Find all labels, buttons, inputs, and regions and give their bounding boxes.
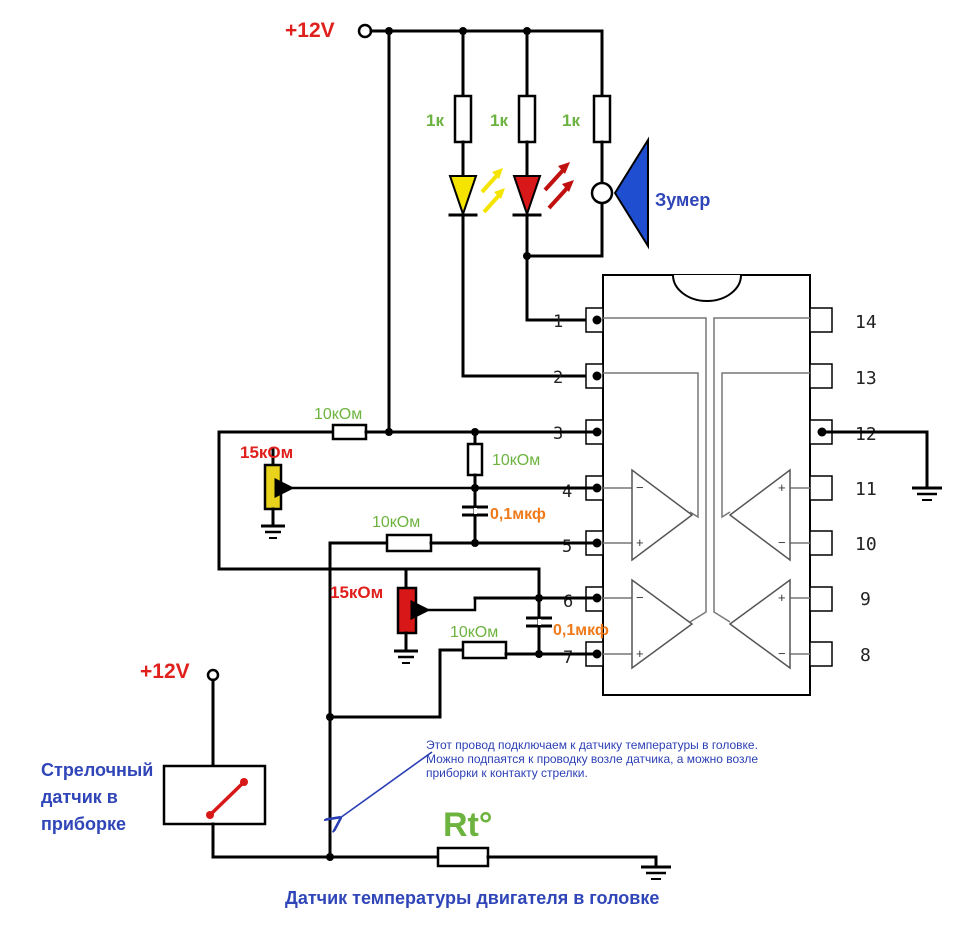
opamp-4-plus: + xyxy=(778,590,786,605)
pin-label: 13 xyxy=(855,368,877,389)
opamp-2 xyxy=(631,578,694,670)
resistor-10k-pin5 xyxy=(385,533,433,553)
red-led xyxy=(512,175,542,218)
pin-label: 8 xyxy=(860,645,871,666)
resistor-10k-pin3 xyxy=(331,423,368,441)
divider-network xyxy=(462,430,599,547)
ic-pin-10 xyxy=(809,530,833,556)
buzzer-terminal xyxy=(590,181,614,205)
pot-label-lower: 15кОм xyxy=(330,583,383,602)
yellow-led xyxy=(448,175,478,218)
note-arrow xyxy=(340,751,433,818)
lower-potentiometer xyxy=(328,570,599,719)
pin-label: 1 xyxy=(553,312,563,332)
ic-pin-9 xyxy=(809,586,833,612)
pin-label: 3 xyxy=(553,424,563,444)
pot-wiper-arrow xyxy=(410,598,477,620)
opamp-1-plus: + xyxy=(636,535,644,550)
note-line-2: Можно подпаятся к проводку возле датчика… xyxy=(426,752,758,766)
gauge-box xyxy=(162,764,267,826)
opamp-3 xyxy=(728,468,791,562)
top-supply-label: +12V xyxy=(285,19,335,42)
resistor-label-pin7: 10кОм xyxy=(450,624,498,641)
junction-dot xyxy=(523,252,531,260)
gauge-switch-tip xyxy=(240,778,248,786)
ic-chip: − + − + + − + − xyxy=(585,274,833,696)
opamp-3-minus: − xyxy=(778,535,786,550)
ic-pin-8 xyxy=(809,641,833,667)
pin-label: 10 xyxy=(855,534,877,555)
resistor-label-buzzer: 1к xyxy=(562,111,580,130)
opamp-1-minus: − xyxy=(636,480,644,495)
ic-pin-11 xyxy=(809,475,833,501)
resistor-label-red-led: 1к xyxy=(490,111,508,130)
resistor-label-divider: 10кОм xyxy=(492,452,540,469)
top-supply-terminal xyxy=(357,23,373,39)
ic-pin-labels-right: 14 13 12 11 10 9 8 xyxy=(855,312,877,666)
red-led-branch xyxy=(512,29,599,322)
pot-red-body xyxy=(396,586,418,635)
buzzer-branch xyxy=(523,29,649,260)
ic-notch xyxy=(672,274,742,302)
buzzer-label: Зумер xyxy=(655,190,710,210)
gauge-label-line-1: Стрелочный xyxy=(41,760,153,780)
sensor-resistor xyxy=(436,846,490,868)
pin-label: 14 xyxy=(855,312,877,333)
gauge-switch xyxy=(208,780,246,817)
resistor-1k-buzzer xyxy=(592,94,612,144)
opamp-2-minus: − xyxy=(636,590,644,605)
yellow-led-branch xyxy=(448,29,505,378)
opamp-4-minus: − xyxy=(778,646,786,661)
ic-internal-wiring xyxy=(603,317,810,655)
sensor-label: Rt° xyxy=(443,806,492,844)
caption: Датчик температуры двигателя в головке xyxy=(285,888,659,908)
opamp-2-plus: + xyxy=(636,646,644,661)
yellow-led-light-arrows xyxy=(480,168,505,214)
ic-pin-labels-left: 1 2 3 4 5 6 7 xyxy=(553,312,573,668)
ic-right-pins xyxy=(809,307,833,667)
note-line-3: приборки к контакту стрелки. xyxy=(426,766,588,780)
capacitor-label-lower: 0,1мкф xyxy=(553,622,609,639)
pin12-ground xyxy=(820,430,942,501)
gauge-label-line-3: приборке xyxy=(41,814,126,834)
bottom-supply-label: +12V xyxy=(140,660,190,683)
top-supply xyxy=(357,23,604,39)
note-line-1: Этот провод подключаем к датчику темпера… xyxy=(426,738,758,752)
pin-label: 5 xyxy=(562,537,572,557)
gauge-switch-pivot xyxy=(206,811,214,819)
opamp-1 xyxy=(631,468,694,562)
gauge-sender xyxy=(162,678,671,880)
pin3-network xyxy=(217,423,599,656)
capacitor-label-upper: 0,1мкф xyxy=(490,506,546,523)
capacitor-gap xyxy=(538,619,541,625)
junction-dot xyxy=(535,594,543,602)
red-led-light-arrows xyxy=(543,162,574,210)
ic-pin-14 xyxy=(809,307,833,333)
junction-dot xyxy=(385,428,393,436)
capacitor-gap xyxy=(474,508,477,514)
resistor-10k-pin7 xyxy=(461,640,508,660)
ic-pin-13 xyxy=(809,363,833,389)
pin-label: 9 xyxy=(860,589,871,610)
opamp-3-plus: + xyxy=(778,480,786,495)
upper-potentiometer xyxy=(261,448,475,539)
resistor-label-pin5: 10кОм xyxy=(372,514,420,531)
pin-label: 4 xyxy=(562,482,572,502)
pot-label-upper: 15кОм xyxy=(240,443,293,462)
pin-label: 2 xyxy=(553,368,563,388)
resistor-1k-red xyxy=(517,94,537,144)
gauge-label-line-2: датчик в xyxy=(41,787,118,807)
pin-label: 6 xyxy=(563,592,573,612)
pin-label: 11 xyxy=(855,479,877,500)
opamp-4 xyxy=(728,578,791,670)
resistor-label-yellow-led: 1к xyxy=(426,111,444,130)
resistor-label-pin3: 10кОм xyxy=(314,406,362,423)
buzzer-icon xyxy=(613,136,649,250)
pin-label: 12 xyxy=(855,424,877,445)
resistor-1k-yellow xyxy=(453,94,473,144)
resistor-10k-divider xyxy=(466,442,484,477)
pin-label: 7 xyxy=(563,648,573,668)
pot-yellow-body xyxy=(263,463,283,511)
